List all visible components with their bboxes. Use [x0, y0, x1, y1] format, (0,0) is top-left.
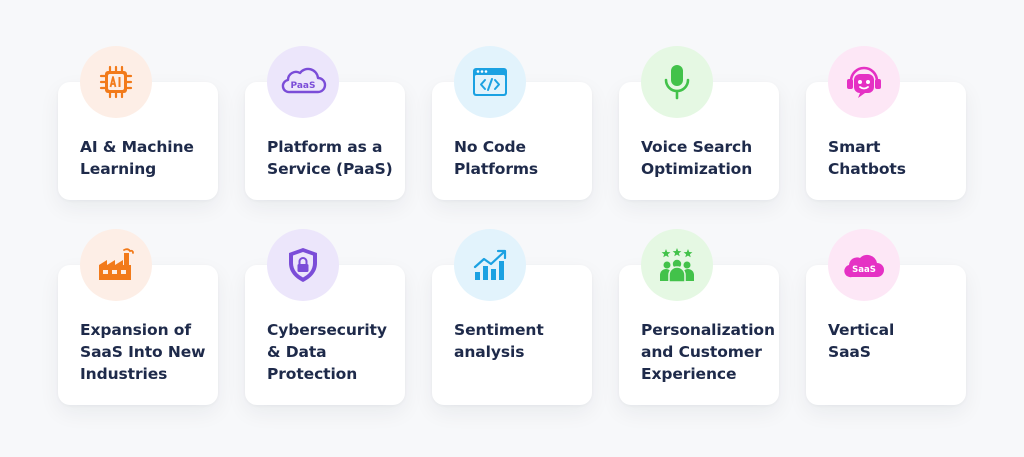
bar-chart-trend-icon	[454, 229, 526, 301]
card-label: AI & Machine Learning	[80, 138, 194, 178]
svg-text:SaaS: SaaS	[852, 265, 876, 275]
team-stars-icon	[641, 229, 713, 301]
card-label: Personalization and Customer Experience	[641, 321, 775, 383]
card-label: No Code Platforms	[454, 138, 539, 178]
shield-lock-icon	[267, 229, 339, 301]
factory-icon	[80, 229, 152, 301]
paas-cloud-icon: PaaS	[267, 46, 339, 118]
saas-cloud-icon: SaaS	[828, 229, 900, 301]
code-window-icon	[454, 46, 526, 118]
card-label: Platform as a Service (PaaS)	[267, 138, 393, 178]
svg-text:PaaS: PaaS	[291, 81, 316, 91]
card-label: Cybersecurity & Data Protection	[267, 321, 387, 383]
microphone-icon	[641, 46, 713, 118]
card-label: Sentiment analysis	[454, 321, 544, 361]
card-smart-chatbots: Smart Chatbots	[806, 82, 966, 200]
chatbot-icon	[828, 46, 900, 118]
card-label: Vertical SaaS	[828, 321, 895, 361]
card-expansion-of-saas: Expansion of SaaS Into New Industries	[58, 265, 218, 405]
ai-chip-icon	[80, 46, 152, 118]
card-label: Voice Search Optimization	[641, 138, 753, 178]
card-label: Smart Chatbots	[828, 138, 906, 178]
card-label: Expansion of SaaS Into New Industries	[80, 321, 206, 383]
